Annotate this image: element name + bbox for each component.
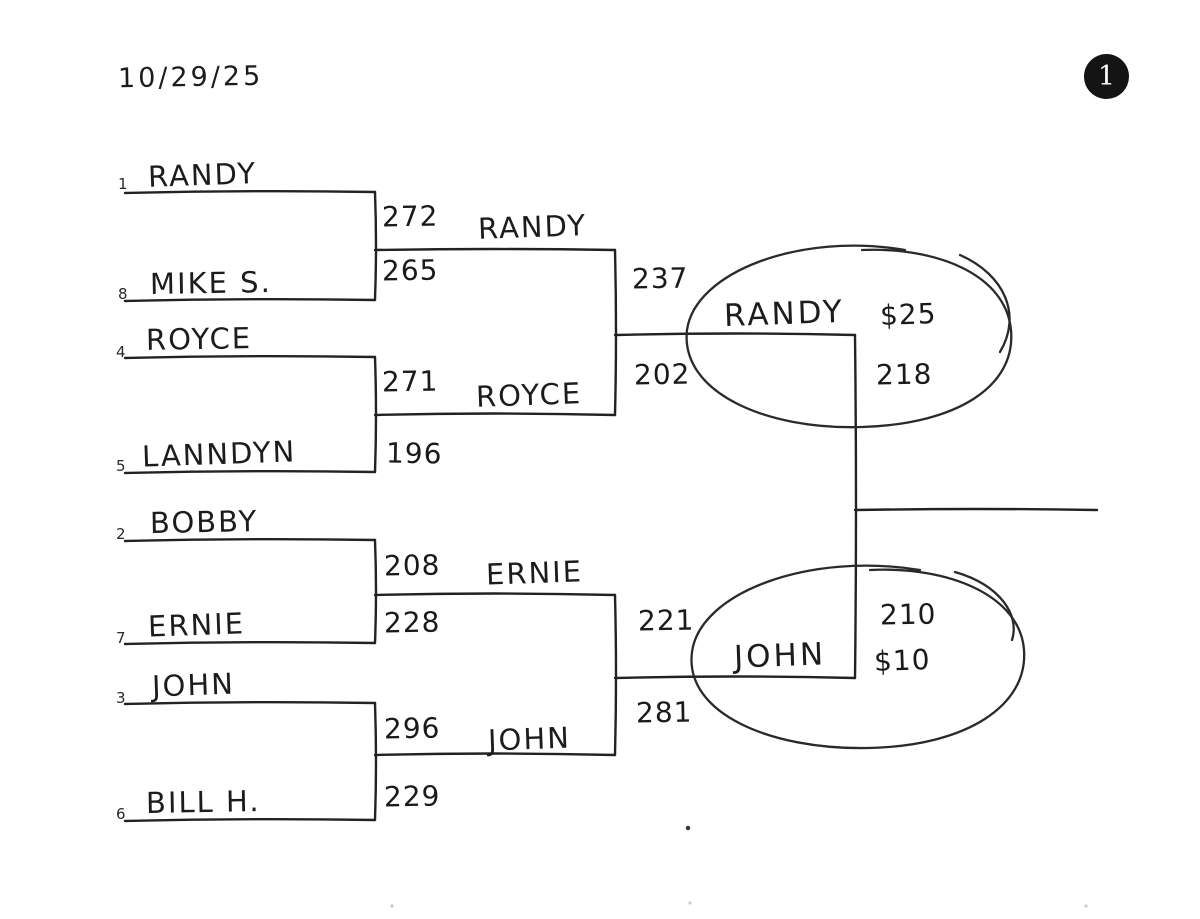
seed-number: 7 — [116, 629, 126, 647]
seed-number: 1 — [118, 175, 128, 193]
seed-number: 4 — [116, 343, 126, 361]
game-score: 272 — [381, 199, 439, 234]
player-name: MIKE S. — [149, 264, 273, 302]
game-score: 208 — [383, 548, 441, 583]
date: 10/29/25 — [117, 60, 264, 95]
bracket-lines — [123, 190, 1099, 823]
player-name: ROYCE — [145, 321, 253, 357]
advancing-player-name: RANDY — [477, 208, 588, 246]
advancing-player-name: ROYCE — [475, 376, 583, 414]
winner-circle-bottom — [690, 564, 1026, 750]
game-score: 196 — [385, 436, 443, 471]
seed-number: 6 — [116, 805, 126, 823]
player-name: LANNDYN — [141, 434, 297, 474]
game-score: 210 — [879, 597, 937, 632]
game-score: 296 — [383, 711, 441, 746]
game-score: 237 — [631, 261, 689, 296]
game-score: 221 — [637, 603, 695, 638]
game-score: 281 — [635, 695, 693, 730]
prize-amount: $25 — [879, 297, 938, 332]
player-name: BILL H. — [145, 784, 261, 820]
winner-circle-top — [685, 244, 1013, 429]
finalist-name: JOHN — [733, 636, 827, 676]
prize-amount: $10 — [873, 643, 932, 678]
page-number-badge: 1 — [1084, 54, 1129, 99]
page-number: 1 — [1097, 61, 1116, 92]
game-score: 228 — [383, 605, 441, 640]
advancing-player-name: ERNIE — [485, 554, 584, 592]
advancing-player-name: JOHN — [487, 720, 572, 758]
game-score: 229 — [383, 779, 441, 814]
finalist-name: RANDY — [723, 293, 846, 335]
ink-specks — [390, 825, 1088, 908]
player-name: JOHN — [151, 666, 236, 704]
game-score: 271 — [381, 364, 439, 399]
seed-number: 5 — [116, 457, 126, 475]
game-score: 218 — [875, 357, 933, 392]
seed-number: 3 — [116, 689, 126, 707]
player-name: ERNIE — [147, 606, 246, 644]
seed-number: 2 — [116, 525, 126, 543]
game-score: 202 — [633, 357, 691, 392]
seed-number: 8 — [118, 285, 128, 303]
player-name: BOBBY — [149, 504, 259, 540]
player-name: RANDY — [147, 156, 258, 194]
game-score: 265 — [381, 253, 439, 288]
